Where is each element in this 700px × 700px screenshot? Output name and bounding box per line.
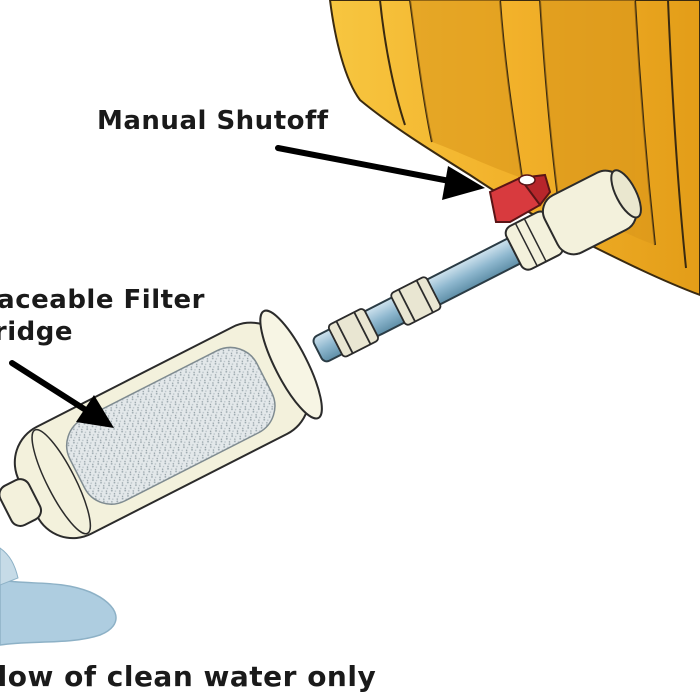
valve-handle (488, 173, 552, 223)
water-puddle (0, 547, 117, 646)
filter-assembly (0, 169, 642, 540)
valve-body (541, 169, 638, 256)
hose-clamps (327, 276, 442, 358)
filter-cartridge (65, 346, 276, 505)
filter-label-line2: Cartridge (0, 317, 73, 347)
outlet-nozzle (0, 478, 43, 527)
flow-note-label: Flow of clean water only (0, 660, 377, 693)
arrow-to-filter-icon (9, 360, 114, 428)
arrow-to-shutoff-icon (275, 145, 485, 200)
manual-shutoff-label: Manual Shutoff (97, 106, 329, 136)
filter-label-line1: Replaceable Filter (0, 285, 205, 315)
